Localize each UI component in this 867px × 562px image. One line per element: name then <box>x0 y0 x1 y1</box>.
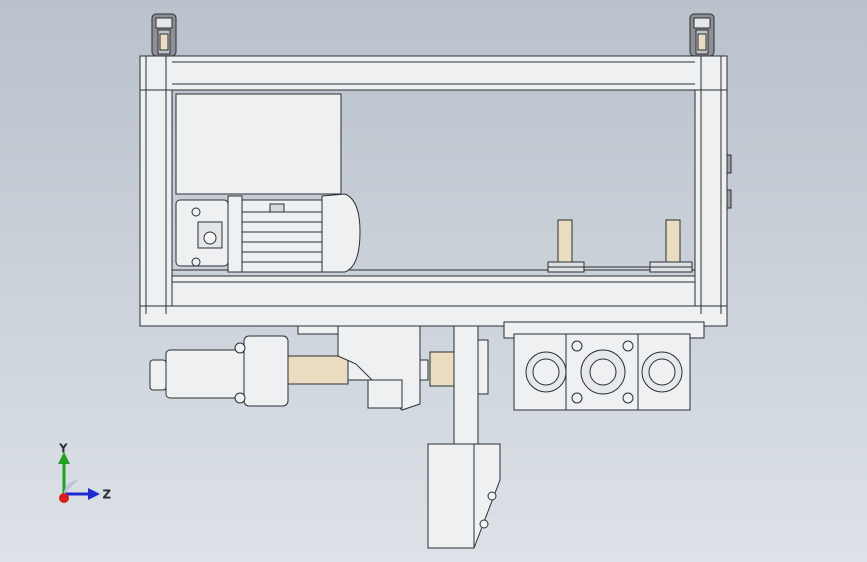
axis-label-y: Y <box>59 442 67 455</box>
coordinate-triad: Y Z <box>58 442 112 503</box>
lower-bracket <box>427 443 501 549</box>
axis-label-z: Z <box>103 488 111 501</box>
motor <box>227 193 361 273</box>
mounting-studs <box>547 219 693 273</box>
electrical-box <box>175 93 342 195</box>
pump <box>175 199 229 267</box>
bracket <box>297 325 421 411</box>
valve-manifold <box>503 321 705 411</box>
pipe-flange <box>477 339 489 395</box>
pipe <box>453 325 479 445</box>
lifting-eye-left <box>151 13 177 57</box>
lifting-eye-right <box>689 13 715 57</box>
frame <box>139 55 732 327</box>
